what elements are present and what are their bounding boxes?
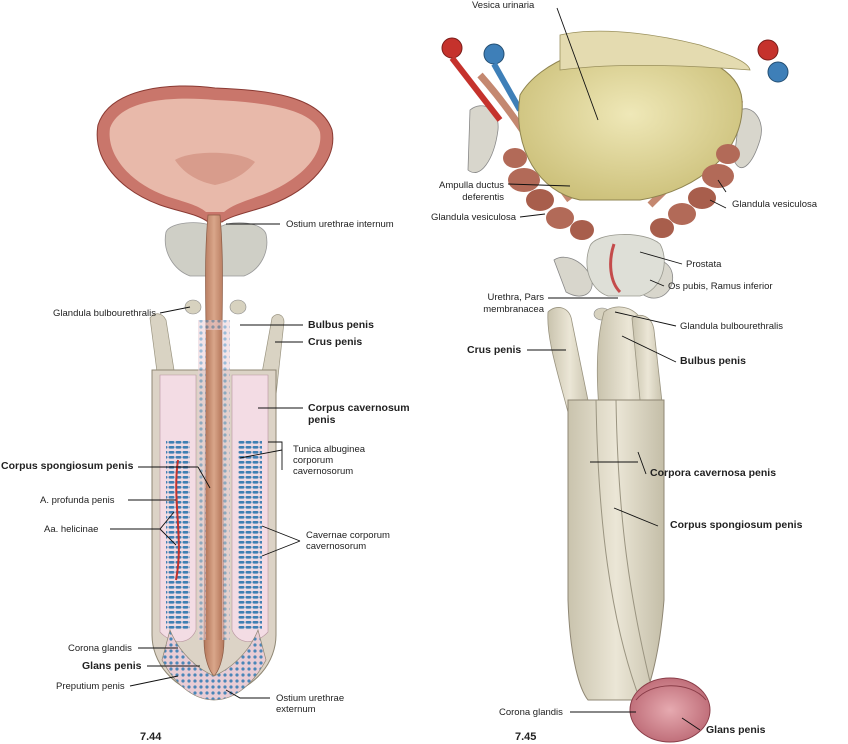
label-ampulla-line1: Ampulla ductus [439, 180, 504, 191]
label-corpus-spongiosum-left: Corpus spongiosum penis [1, 460, 134, 472]
label-urethra-line2: membranacea [483, 304, 544, 315]
figure-744-drawing [96, 85, 334, 701]
label-ostium-urethrae-internum: Ostium urethrae internum [286, 219, 394, 230]
bulbourethral-gland-left-b [229, 299, 247, 315]
label-glans-penis-left: Glans penis [82, 660, 142, 672]
label-cavernae-line2: cavernosorum [306, 541, 367, 552]
label-tunica-albuginea-line3: cavernosorum [293, 466, 354, 477]
label-corpora-cavernosa: Corpora cavernosa penis [650, 467, 777, 479]
label-corona-glandis-right: Corona glandis [499, 707, 563, 718]
label-cavernae-line1: Cavernae corporum [306, 530, 390, 541]
seminal-vesicle-right [650, 144, 740, 238]
label-corpus-cavernosum-line1: Corpus cavernosum [308, 402, 410, 414]
label-corpus-spongiosum-right: Corpus spongiosum penis [670, 519, 803, 531]
label-crus-penis-left: Crus penis [308, 336, 363, 348]
figure-number-left: 7.44 [140, 731, 162, 743]
label-a-profunda-penis: A. profunda penis [40, 495, 115, 506]
figure-number-right: 7.45 [515, 731, 537, 743]
label-tunica-albuginea-line1: Tunica albuginea [293, 444, 366, 455]
label-os-pubis: Os pubis, Ramus inferior [668, 281, 773, 292]
label-ampulla-line2: deferentis [462, 192, 504, 203]
label-glandula-vesiculosa-right: Glandula vesiculosa [732, 199, 818, 210]
label-preputium-penis: Preputium penis [56, 681, 125, 692]
label-aa-helicinae: Aa. helicinae [44, 524, 99, 535]
label-bulbus-penis-right: Bulbus penis [680, 355, 746, 367]
label-tunica-albuginea-line2: corporum [293, 455, 334, 466]
label-corona-glandis-left: Corona glandis [68, 643, 132, 654]
seminal-vesicle-left [503, 148, 594, 240]
label-prostata: Prostata [686, 259, 722, 270]
glans-right [629, 677, 711, 743]
label-glandula-vesiculosa-left: Glandula vesiculosa [430, 212, 516, 223]
label-urethra-line1: Urethra, Pars [487, 292, 545, 303]
label-corpus-cavernosum-line2: penis [308, 414, 336, 426]
label-glans-penis-right: Glans penis [706, 724, 766, 736]
shaft-right [567, 399, 665, 701]
leader-lines [110, 7, 727, 731]
label-vesica-urinaria: Vesica urinaria [472, 0, 535, 11]
label-ostium-externum-line1: Ostium urethrae [276, 693, 345, 704]
label-crus-penis-right: Crus penis [467, 344, 522, 356]
figure-745-drawing [441, 30, 789, 743]
os-pubis-left [467, 105, 499, 173]
bulbourethral-gland-left-a [184, 299, 202, 315]
label-glandula-bulbourethralis-left: Glandula bulbourethralis [53, 308, 156, 319]
label-ostium-externum-line2: externum [276, 704, 316, 715]
label-glandula-bulbourethralis-right: Glandula bulbourethralis [680, 321, 783, 332]
deep-artery-left [175, 459, 180, 581]
glans-left [161, 628, 267, 701]
label-bulbus-penis-left: Bulbus penis [308, 319, 374, 331]
prostate-right [586, 234, 665, 297]
